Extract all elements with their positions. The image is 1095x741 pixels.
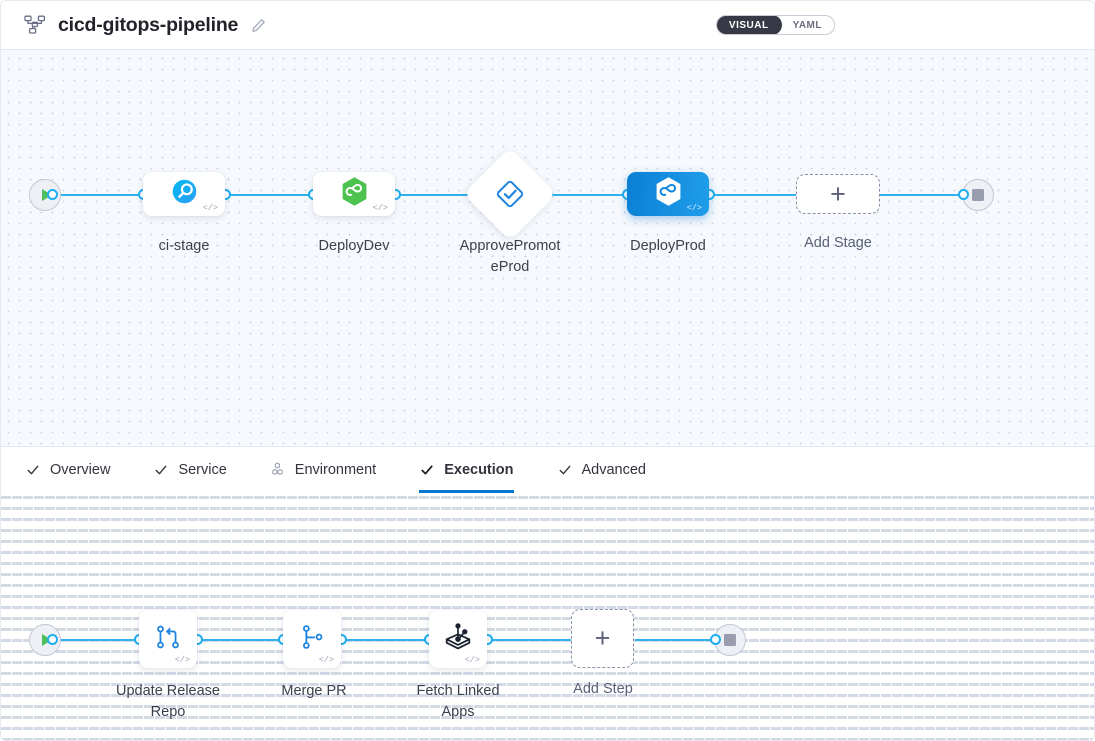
hexagon-cluster-icon	[270, 462, 286, 478]
stage-edge-ci-to-deploydev	[225, 194, 321, 196]
tab-service[interactable]: Service	[153, 447, 227, 493]
plus-icon: +	[594, 623, 611, 653]
stage-edge-addstage-to-end	[877, 194, 973, 196]
stop-icon	[724, 634, 736, 646]
step-edge-merge-to-fetch	[339, 639, 435, 641]
code-badge: </>	[464, 654, 480, 665]
page-title: cicd-gitops-pipeline	[58, 13, 239, 36]
stage-graph-canvas[interactable]: </> ci-stage </> DeployDev	[1, 50, 1094, 446]
approval-diamond-icon	[494, 178, 526, 210]
tab-execution[interactable]: Execution	[419, 447, 514, 493]
step-label-update-release-repo: Update Release Repo	[116, 683, 220, 720]
stage-node-deploydev[interactable]: </>	[313, 172, 395, 216]
harness-cd-icon	[654, 176, 683, 212]
stage-label-ci-stage: ci-stage	[158, 238, 210, 254]
play-icon	[41, 189, 52, 201]
play-icon	[41, 634, 52, 646]
step-node-update-release-repo[interactable]: </>	[139, 610, 197, 668]
check-icon	[153, 462, 169, 478]
step-edge-addstep-to-end	[635, 639, 727, 641]
step-end-port	[710, 634, 721, 645]
step-edge-update-to-merge	[195, 639, 291, 641]
stage-label-approvepromoteprod: ApprovePromot eProd	[459, 238, 561, 275]
stage-edge-start-to-ci	[49, 194, 145, 196]
harness-ci-icon	[170, 177, 199, 211]
step-label-fetch-linked-apps: Fetch Linked Apps	[416, 683, 500, 720]
step-node-fetch-linked-apps[interactable]: </>	[429, 610, 487, 668]
tab-label: Environment	[294, 461, 377, 478]
stage-end-port	[958, 189, 969, 200]
stage-label-deployprod: DeployProd	[630, 238, 706, 254]
stage-node-approvepromoteprod[interactable]	[463, 147, 557, 241]
tab-label: Execution	[444, 461, 514, 478]
tab-label: Service	[178, 461, 227, 478]
add-stage-label: Add Stage	[804, 235, 872, 251]
stage-start-port	[47, 189, 58, 200]
stage-node-ci-stage[interactable]: </>	[143, 172, 225, 216]
stage-node-deployprod[interactable]: </>	[627, 172, 709, 216]
step-start-port	[47, 634, 58, 645]
code-badge: </>	[686, 202, 702, 213]
tab-overview[interactable]: Overview	[25, 447, 110, 493]
tab-advanced[interactable]: Advanced	[557, 447, 647, 493]
stage-edge-deploydev-to-approval	[395, 194, 475, 196]
step-node-merge-pr[interactable]: </>	[283, 610, 341, 668]
step-graph-canvas[interactable]: </> Update Release Repo </>	[1, 492, 1094, 740]
view-mode-toggle[interactable]: VISUAL YAML	[715, 15, 835, 35]
git-update-release-repo-icon	[152, 621, 184, 658]
stop-icon	[972, 189, 984, 201]
check-icon	[557, 462, 573, 478]
code-badge: </>	[318, 654, 334, 665]
step-edge-fetch-to-addstep	[483, 639, 571, 641]
check-icon	[25, 462, 41, 478]
toggle-option-visual[interactable]: VISUAL	[716, 16, 782, 34]
check-icon	[419, 462, 435, 478]
harness-cd-icon	[340, 176, 369, 212]
step-edge-start-to-update	[49, 639, 145, 641]
pipeline-header: cicd-gitops-pipeline VISUAL YAML	[1, 1, 1094, 50]
add-step-label: Add Step	[573, 681, 633, 697]
tab-environment[interactable]: Environment	[270, 447, 376, 493]
pencil-icon[interactable]	[250, 17, 267, 34]
code-badge: </>	[174, 654, 190, 665]
stage-label-deploydev: DeployDev	[318, 238, 390, 254]
code-badge: </>	[372, 202, 388, 213]
plus-icon: +	[830, 178, 846, 209]
tab-label: Overview	[50, 461, 111, 478]
add-step-button[interactable]: +	[571, 609, 634, 668]
git-branch-merge-icon	[296, 621, 328, 658]
toggle-option-yaml[interactable]: YAML	[792, 19, 822, 31]
add-stage-button[interactable]: +	[796, 174, 880, 214]
code-badge: </>	[202, 202, 218, 213]
stage-edge-deployprod-to-addstage	[709, 194, 801, 196]
pipeline-hierarchy-icon	[23, 13, 47, 37]
stage-config-tabs: Overview Service Environment	[1, 446, 1094, 493]
step-label-merge-pr: Merge PR	[281, 683, 347, 699]
step-end-node[interactable]	[714, 624, 746, 656]
tab-label: Advanced	[581, 461, 647, 478]
argo-cd-icon	[441, 621, 475, 658]
stage-edge-approval-to-deployprod	[547, 194, 629, 196]
